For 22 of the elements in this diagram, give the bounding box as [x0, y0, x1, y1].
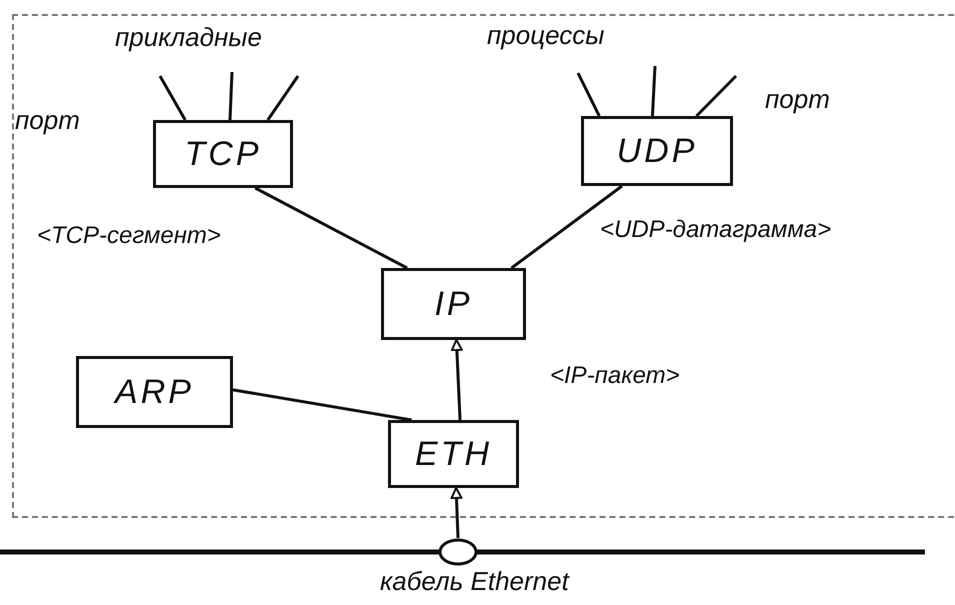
protocol-box: ETH [388, 420, 519, 488]
arrow [450, 487, 462, 538]
protocol-box: IP [381, 268, 526, 340]
process-label: процессы [487, 20, 604, 51]
protocol-box: TCP [153, 120, 293, 188]
protocol-box: UDP [581, 116, 733, 186]
connector-line [510, 184, 623, 270]
connector-line [232, 388, 412, 422]
arrow [450, 339, 463, 420]
port-line [695, 74, 738, 118]
protocol-box: ARP [76, 356, 233, 428]
port-line [266, 75, 300, 121]
cable-label: кабель Ethernet [380, 566, 569, 597]
connector-line [254, 186, 408, 270]
port-label: порт [15, 105, 80, 136]
port-line [650, 66, 656, 116]
dashed-boundary [12, 14, 955, 518]
port-line [576, 72, 601, 117]
port-line [228, 72, 234, 120]
port-line [158, 75, 186, 121]
process-label: прикладные [115, 22, 262, 53]
port-label: порт [765, 84, 830, 115]
